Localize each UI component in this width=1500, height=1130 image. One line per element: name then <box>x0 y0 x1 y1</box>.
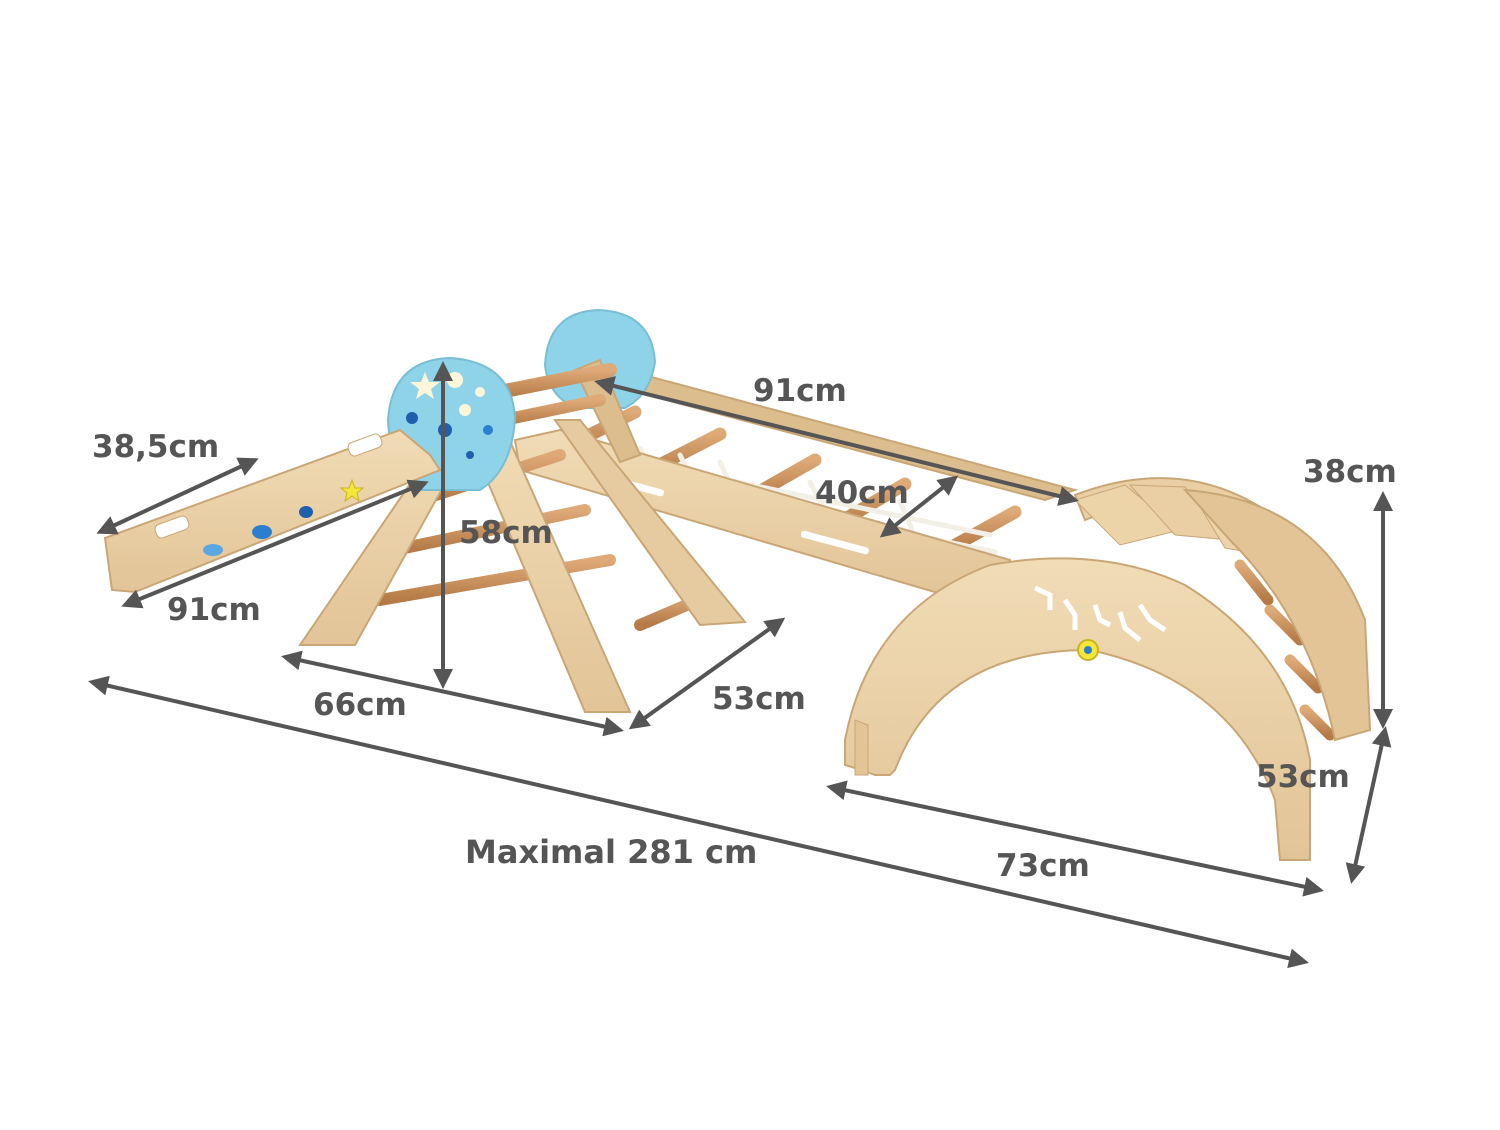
label-total-length: Maximal 281 cm <box>465 833 758 871</box>
star-icon <box>410 372 440 399</box>
label-triangle-width: 53cm <box>712 681 806 717</box>
climbing-arch <box>844 477 1372 861</box>
arrow-total-length <box>88 675 1309 969</box>
label-triangle-height: 58cm <box>459 515 553 551</box>
dimension-arrows <box>88 361 1393 969</box>
arrow-ladder-length <box>594 376 1079 506</box>
label-arch-depth: 53cm <box>1256 759 1350 795</box>
ufo-icon <box>203 544 223 556</box>
label-ladder-width: 40cm <box>815 475 909 511</box>
label-arch-height: 38cm <box>1303 454 1397 490</box>
label-ramp-length: 91cm <box>167 592 261 628</box>
flower-icon <box>1077 639 1099 661</box>
label-ramp-width: 38,5cm <box>92 429 220 465</box>
label-ladder-length: 91cm <box>753 373 847 409</box>
planet-icon <box>447 372 463 388</box>
label-arch-length: 73cm <box>996 848 1090 884</box>
label-triangle-depth: 66cm <box>313 687 407 723</box>
arrow-ladder-width <box>879 475 959 538</box>
arrow-ramp-length <box>121 479 429 609</box>
arrow-arch-depth <box>1345 726 1392 884</box>
rocket-icon <box>252 525 272 539</box>
